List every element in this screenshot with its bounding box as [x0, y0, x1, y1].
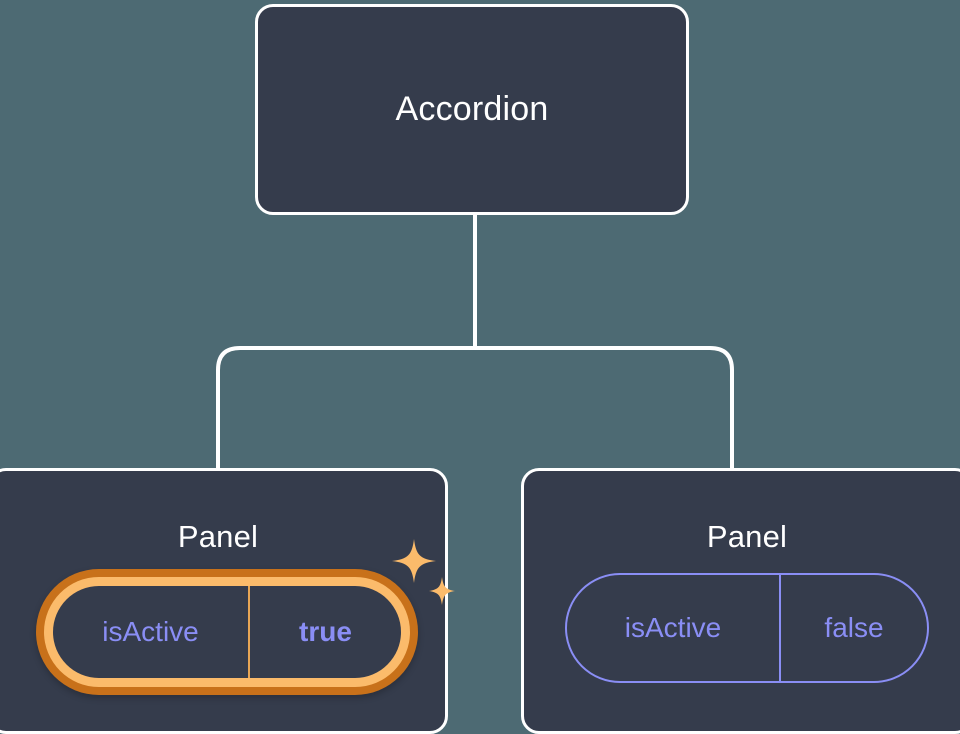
prop-key-isactive: isActive — [624, 612, 722, 643]
prop-value-false: false — [779, 575, 927, 681]
node-accordion[interactable]: Accordion — [255, 4, 689, 215]
prop-pill-isactive-true[interactable]: isActive true — [36, 569, 418, 695]
node-panel-inactive[interactable]: Panel isActive false — [521, 468, 960, 734]
prop-value-true: true — [248, 586, 401, 678]
prop-key-isactive: isActive — [102, 616, 199, 647]
prop-pill-isactive-false[interactable]: isActive false — [565, 573, 929, 683]
sparkle-large-icon — [392, 539, 436, 583]
prop-pill-active-wrapper: isActive true — [36, 539, 455, 695]
connector-branch-bar — [216, 346, 734, 468]
prop-pill-inner-ring: isActive true — [44, 577, 410, 687]
node-panel-active[interactable]: Panel isActive true — [0, 468, 455, 734]
prop-pill-inactive-wrapper: isActive false — [565, 573, 929, 683]
prop-pill-core: isActive true — [53, 586, 401, 678]
node-accordion-title: Accordion — [395, 90, 549, 128]
node-panel-active-title: Panel — [177, 519, 259, 554]
sparkle-small-icon — [429, 577, 455, 605]
node-panel-inactive-title: Panel — [706, 519, 788, 554]
